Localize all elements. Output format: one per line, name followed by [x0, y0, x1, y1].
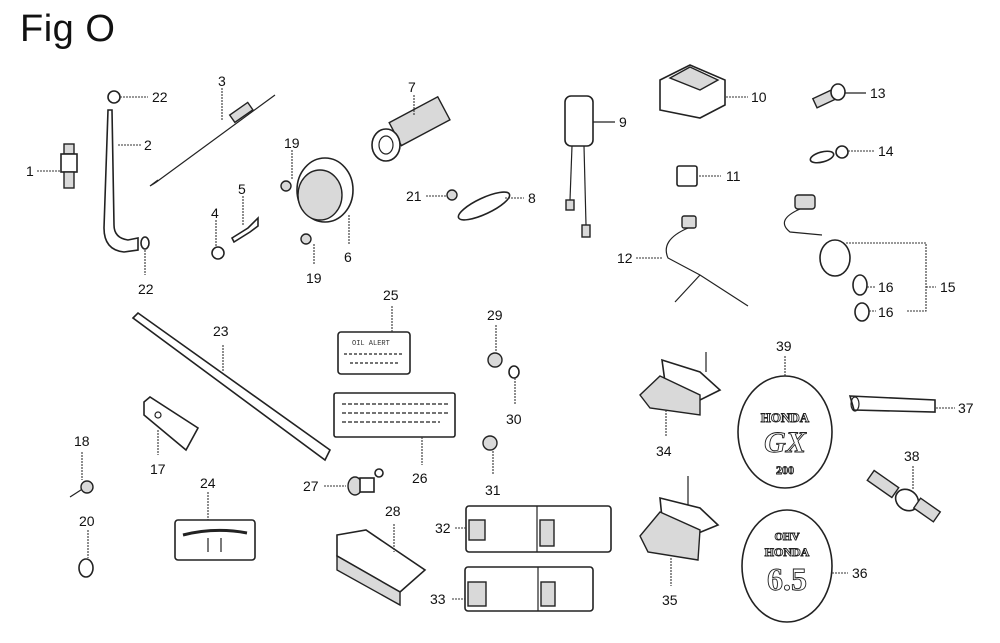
callout-26: 26 [412, 470, 428, 486]
callout-20: 20 [79, 513, 95, 529]
part-32-warning-label [465, 505, 612, 553]
callout-25: 25 [383, 287, 399, 303]
part-5-lever [230, 216, 259, 244]
callout-37: 37 [958, 400, 974, 416]
callout-14: 14 [878, 143, 894, 159]
emblem-36-brand: HONDA [765, 545, 810, 559]
emblem-36-rating: 6.5 [767, 561, 807, 597]
emblem-36-top: OHV [774, 531, 799, 543]
part-10-regulator [659, 64, 726, 119]
part-39-emblem: HONDA GX 200 [737, 375, 833, 489]
part-1-fitting [60, 143, 78, 189]
emblem-39-size: 200 [776, 463, 794, 477]
part-16-key-top [852, 274, 868, 296]
part-9-ignition-unit [564, 95, 594, 238]
part-6-cover [296, 157, 354, 223]
callout-36: 36 [852, 565, 868, 581]
callout-33: 33 [430, 591, 446, 607]
part-12-wire-harness [665, 215, 749, 307]
callout-16-top: 16 [878, 279, 894, 295]
callout-27: 27 [303, 478, 319, 494]
callout-19-top: 19 [284, 135, 300, 151]
callout-30: 30 [506, 411, 522, 427]
callout-8: 8 [528, 190, 536, 206]
part-7-grip [371, 95, 451, 162]
callout-23: 23 [213, 323, 229, 339]
callout-32: 32 [435, 520, 451, 536]
callout-24: 24 [200, 475, 216, 491]
callout-9: 9 [619, 114, 627, 130]
part-17-socket-wrench [143, 396, 200, 452]
callout-4: 4 [211, 205, 219, 221]
part-14-pin [809, 145, 849, 164]
part-38-spark-plug [866, 469, 942, 523]
figure-title: Fig O [20, 8, 116, 50]
part-2-bent-tube [103, 109, 139, 253]
part-37-tube [848, 395, 936, 413]
callout-13: 13 [870, 85, 886, 101]
part-23-bar [131, 311, 332, 462]
part-8-gasket [457, 191, 511, 221]
callout-21: 21 [406, 188, 422, 204]
callout-10: 10 [751, 89, 767, 105]
callout-15: 15 [940, 279, 956, 295]
part-3-spring-rod [149, 94, 276, 187]
callout-1: 1 [26, 163, 34, 179]
callout-5: 5 [238, 181, 246, 197]
callout-7: 7 [408, 79, 416, 95]
part-22-clip-bottom [140, 236, 150, 250]
part-27-fitting [347, 468, 384, 496]
callout-39: 39 [776, 338, 792, 354]
part-33-warning-label [464, 566, 594, 612]
callout-17: 17 [150, 461, 166, 477]
part-22-clip-top [107, 90, 121, 104]
callout-31: 31 [485, 482, 501, 498]
part-11-relay [676, 165, 698, 187]
callout-22-top: 22 [152, 89, 168, 105]
emblem-39-brand: HONDA [761, 410, 810, 425]
part-20-washer [78, 558, 94, 578]
part-35-mount [639, 476, 720, 561]
part-19-screw-bottom [300, 233, 312, 245]
part-31-clip [482, 435, 498, 451]
callout-34: 34 [656, 443, 672, 459]
callout-18: 18 [74, 433, 90, 449]
part-21-nut [446, 189, 458, 201]
part-19-screw-top [280, 180, 292, 192]
callout-6: 6 [344, 249, 352, 265]
part-25-oil-alert-label: OIL ALERT [337, 331, 411, 375]
part-13-bolt [811, 83, 846, 109]
part-36-emblem: OHV HONDA 6.5 [741, 509, 833, 623]
part-26-caution-label [333, 392, 456, 438]
part-4-cap [211, 246, 225, 260]
callout-19-bottom: 19 [306, 270, 322, 286]
part-34-mount [639, 352, 722, 416]
callout-2: 2 [144, 137, 152, 153]
part-29-grommet [487, 352, 503, 368]
label-25-text: OIL ALERT [352, 340, 390, 348]
emblem-39-model: GX [764, 426, 807, 459]
callout-29: 29 [487, 307, 503, 323]
part-28-tool-bag [336, 529, 427, 607]
callout-38: 38 [904, 448, 920, 464]
callout-11: 11 [726, 168, 741, 184]
part-15-switch-assembly [783, 194, 851, 277]
part-16-key-bottom [854, 302, 870, 322]
part-30-washer [508, 365, 520, 379]
part-24-label [174, 519, 256, 561]
part-18-bolt [69, 480, 94, 498]
leader-15-bracket [846, 242, 927, 312]
callout-3: 3 [218, 73, 226, 89]
callout-28: 28 [385, 503, 401, 519]
callout-12: 12 [617, 250, 633, 266]
callout-22-bottom: 22 [138, 281, 154, 297]
callout-35: 35 [662, 592, 678, 608]
callout-16-bottom: 16 [878, 304, 894, 320]
